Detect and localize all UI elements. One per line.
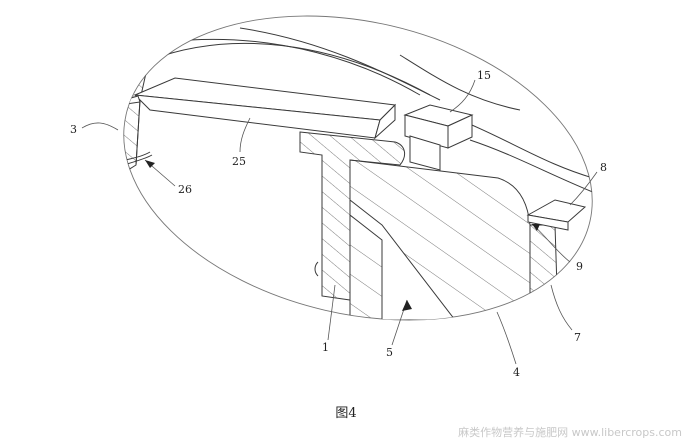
leader-8 <box>569 171 598 206</box>
figure-caption: 图4 <box>335 406 357 421</box>
leader-3 <box>81 122 119 131</box>
site-watermark: 麻类作物营养与施肥网 www.libercrops.com <box>458 426 682 439</box>
leader-1 <box>327 284 336 341</box>
label-part-8: 8 <box>600 161 607 174</box>
part-8-plate-front <box>527 214 569 231</box>
label-part-25: 25 <box>232 155 246 168</box>
leader-15 <box>449 79 476 113</box>
label-part-4: 4 <box>513 366 520 379</box>
background-arc-3 <box>239 27 441 101</box>
part-3-outer-wall <box>111 54 151 176</box>
part-25-bar-end <box>374 103 396 140</box>
part-1-bracket <box>299 131 406 301</box>
label-part-9: 9 <box>576 260 583 273</box>
part-7-right-wall <box>529 224 559 321</box>
background-arc-4 <box>399 54 521 111</box>
part-4-main-body <box>349 159 531 321</box>
background-arc-6 <box>469 139 601 196</box>
part-15-stem <box>409 135 441 171</box>
background-arc-5 <box>459 119 601 181</box>
part-3-inner-edge <box>135 99 141 166</box>
leader-4 <box>496 311 517 365</box>
part-15-block-side <box>447 114 473 149</box>
label-part-15: 15 <box>477 69 491 82</box>
label-part-7: 7 <box>574 331 581 344</box>
leader-7 <box>550 284 573 331</box>
label-part-26: 26 <box>178 183 192 196</box>
background-arc-2 <box>189 38 421 96</box>
label-part-1: 1 <box>322 341 329 354</box>
label-part-5: 5 <box>386 346 393 359</box>
label-part-3: 3 <box>70 123 77 136</box>
leader-25 <box>239 117 251 153</box>
part-26-seal-lines <box>124 151 151 161</box>
